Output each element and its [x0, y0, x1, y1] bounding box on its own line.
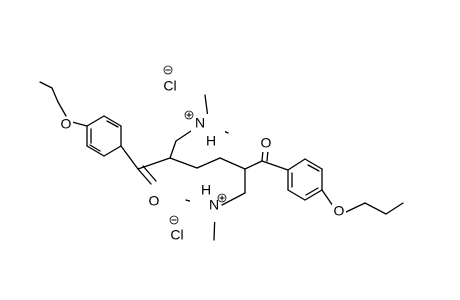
cation-charge-lower [217, 193, 227, 203]
cation-charge-upper [184, 110, 194, 120]
atom-bg-n1 [191, 114, 225, 134]
atom-oxygen-ether-right: O [334, 203, 345, 219]
bond-ring2-2-inner [307, 164, 320, 172]
bond-chain-3 [219, 157, 246, 170]
atom-oxygen-carbonyl-right: O [261, 135, 272, 151]
chloride-label-upper: Cl [163, 78, 176, 94]
bond-ch2-n-upper [175, 130, 192, 142]
bond-propyl1-c [57, 101, 67, 117]
atom-bg-o3 [259, 136, 273, 152]
atom-bg-o2 [147, 194, 161, 210]
bond-carbonyl1-o-double [142, 165, 157, 182]
chloride-ion-lower: Cl [169, 215, 184, 243]
bond-propyl1-b [51, 87, 59, 103]
atom-hydrogen-lower: H [201, 182, 211, 198]
bond-chain-2 [196, 157, 221, 169]
atom-bg-n2 [190, 186, 220, 222]
atom-nitrogen-upper: N [195, 115, 205, 131]
bond-ring2-5 [287, 189, 306, 201]
bond-ring2-1 [287, 158, 306, 171]
bond-ring1-carbonyl [120, 145, 139, 170]
bond-ring2-4-inner [305, 187, 319, 196]
bond-ch-carbonyl2 [244, 160, 263, 170]
bond-propyl2-c [385, 202, 404, 215]
bond-ring1-2 [103, 115, 122, 127]
chloride-ion-upper: Cl [163, 65, 177, 94]
bond-ring1-1 [86, 115, 105, 127]
atom-oxygen-ether-left: O [61, 116, 72, 132]
bond-layer [39, 81, 404, 241]
bond-ring2-2 [304, 158, 323, 170]
bond-carbonyl2-ring [261, 160, 289, 171]
bond-carbonyl1-o [137, 168, 152, 185]
bond-propyl1-a [39, 81, 53, 89]
bond-ring1-2-inner [106, 120, 119, 128]
atom-label-layer: O O O O N H H N [59, 110, 346, 222]
atom-bg-o4 [332, 204, 346, 220]
bond-ring2-4 [304, 189, 323, 201]
atom-nitrogen-lower: N [209, 197, 219, 213]
bond-ring1-4 [103, 145, 122, 157]
atom-bg-o1 [59, 117, 73, 131]
anion-charge-upper [163, 65, 173, 75]
bond-ch2-n-lower [221, 192, 246, 206]
counter-ion-layer: Cl Cl [163, 65, 184, 243]
bond-propyl2-a [345, 202, 366, 213]
atom-hydrogen-upper: H [206, 133, 216, 149]
bond-chain-1 [169, 157, 198, 169]
bond-ether-left [71, 121, 88, 127]
anion-charge-lower [169, 215, 179, 225]
bond-ring1-5-inner [89, 144, 101, 152]
bond-ring1-5 [86, 145, 105, 157]
bond-ether-right [321, 189, 334, 207]
chloride-label-lower: Cl [170, 227, 183, 243]
bond-ch-ch2-upper [169, 140, 177, 159]
bond-propyl2-b [364, 202, 387, 215]
bond-carbonyl1-ch [137, 157, 171, 170]
atom-oxygen-carbonyl-left: O [149, 193, 160, 209]
